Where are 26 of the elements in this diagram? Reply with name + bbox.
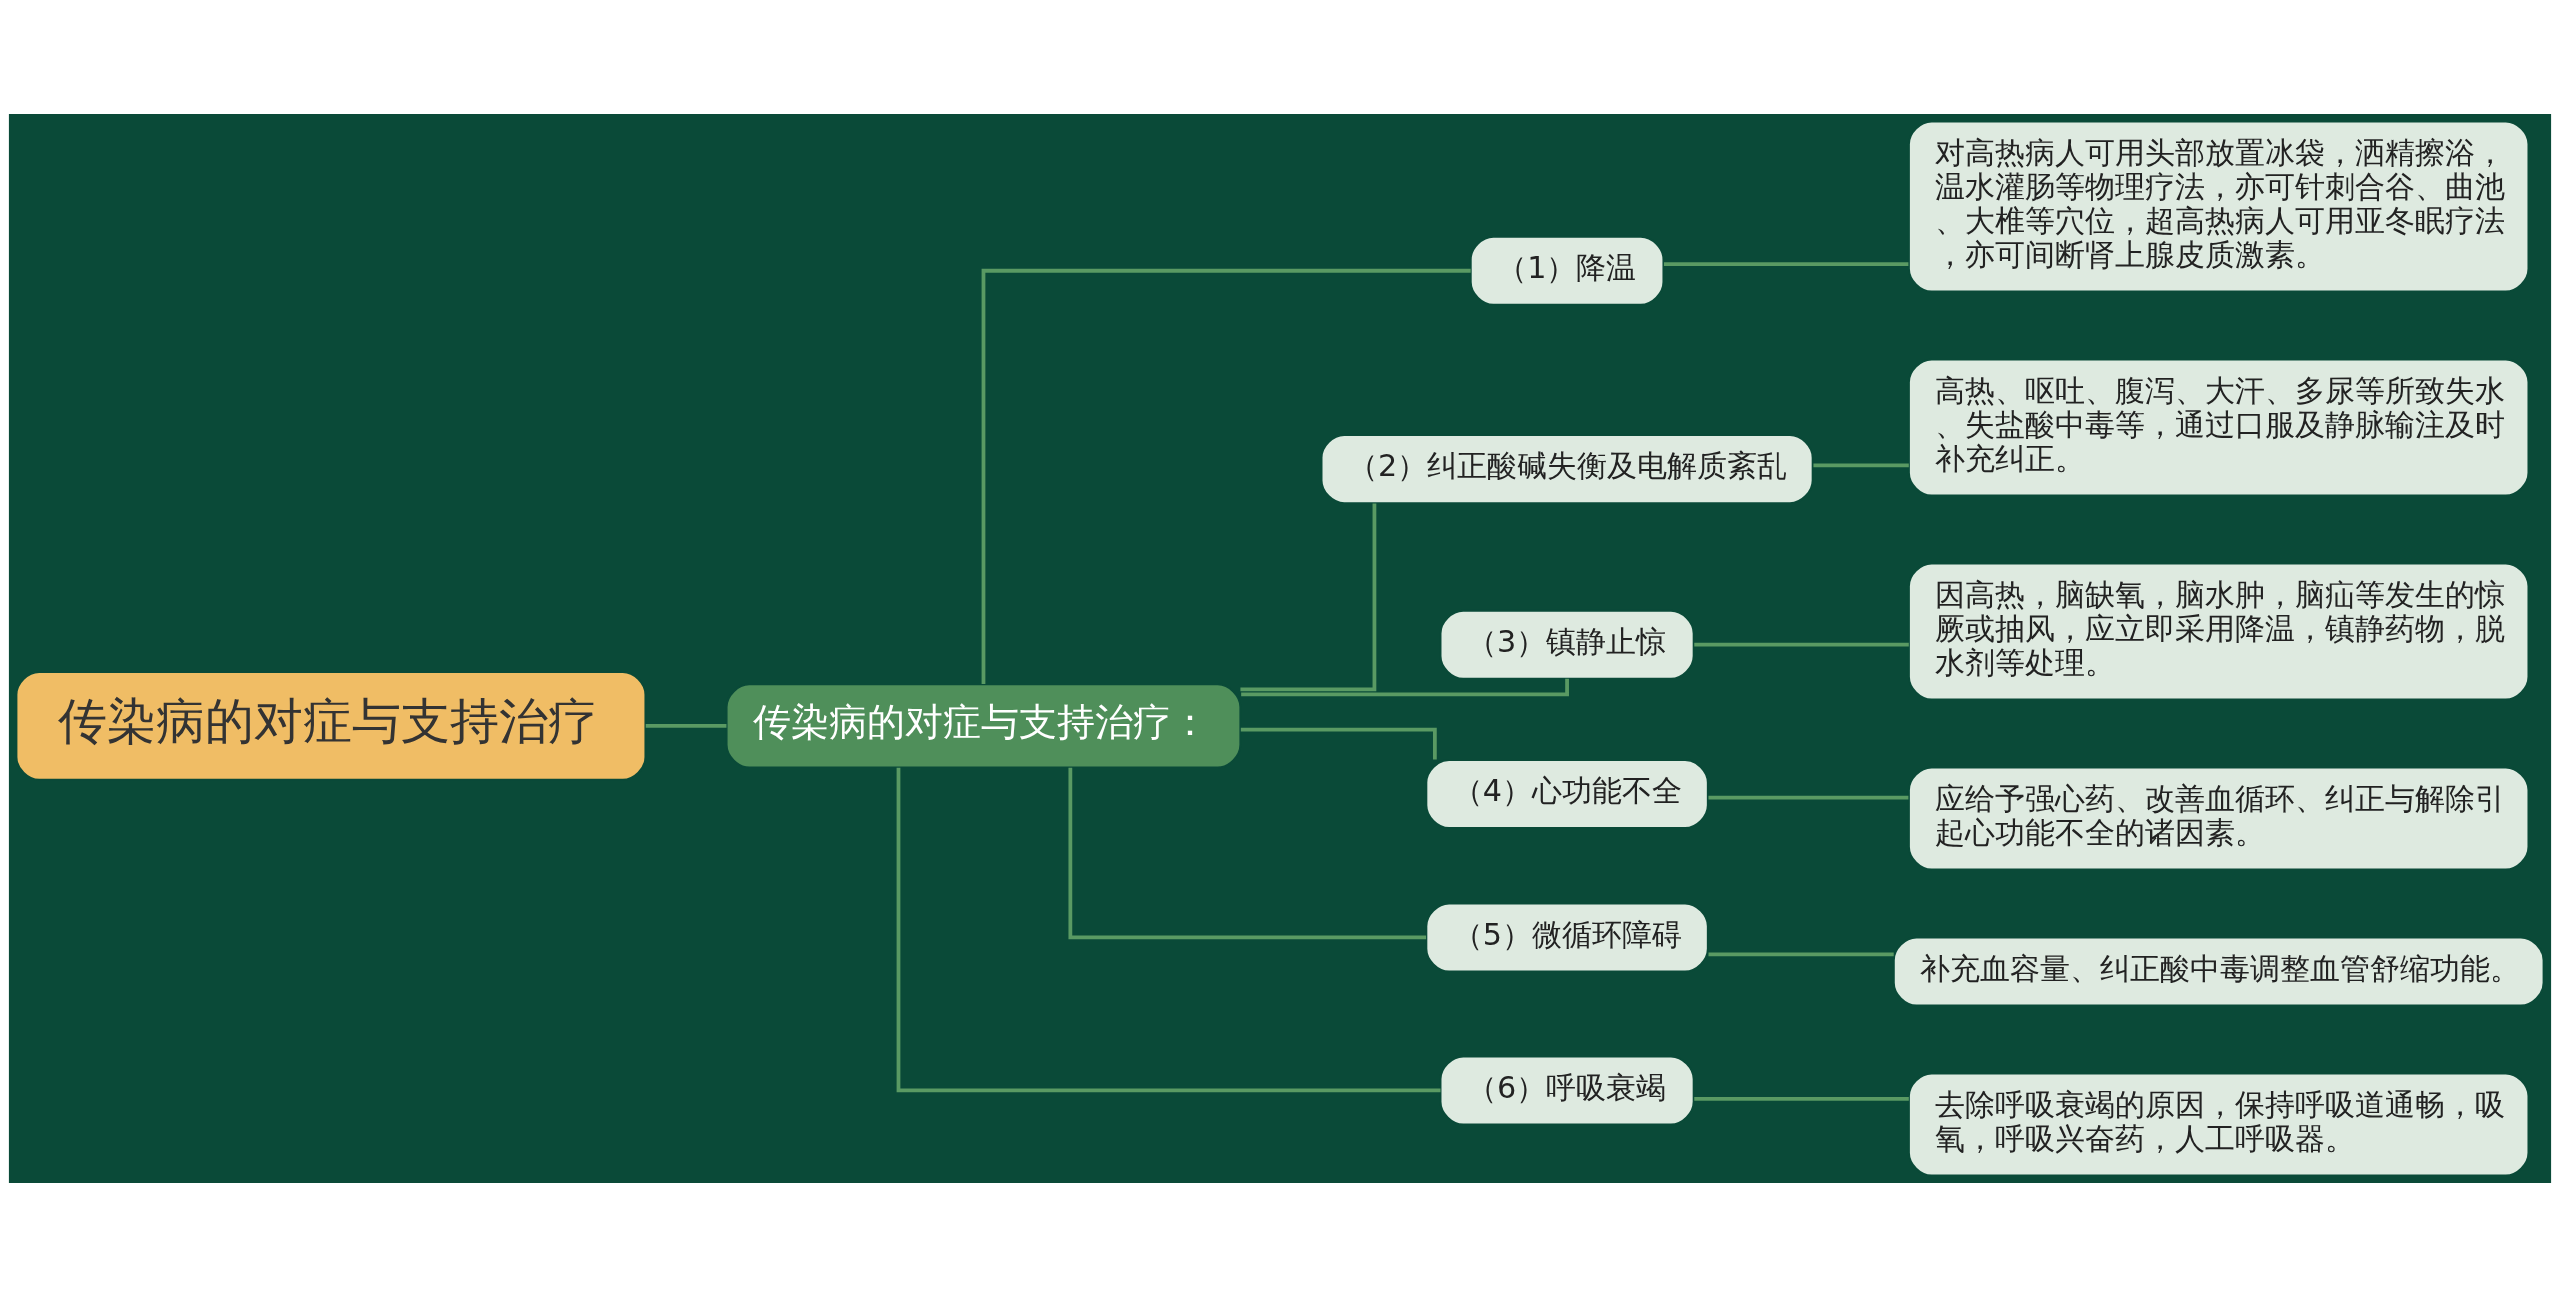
node-box: （4）心功能不全 [1425, 759, 1709, 829]
node-box: 高热、呕吐、腹泻、大汗、多尿等所致失水、失盐酸中毒等，通过口服及静脉输注及时补充纠正。 [1908, 358, 2530, 497]
connector [1813, 463, 1909, 468]
connector [1241, 678, 1569, 697]
node-box: 因高热，脑缺氧，脑水肿，脑疝等发生的惊厥或抽风，应立即采用降温，镇静药物，脱水剂等处理。 [1908, 562, 2530, 701]
node-box: （1）降温 [1469, 235, 1665, 306]
node-box: 补充血容量、纠正酸中毒调整血管舒缩功能。 [1892, 936, 2545, 1007]
node-box: 应给予强心药、改善血循环、纠正与解除引起心功能不全的诸因素。 [1908, 766, 2530, 871]
node-box: 传染病的对症与支持治疗 [15, 671, 647, 781]
connector [1240, 503, 1377, 692]
connector [1068, 767, 1427, 940]
node-box: 去除呼吸衰竭的原因，保持呼吸道通畅，吸氧，呼吸兴奋药，人工呼吸器。 [1908, 1072, 2530, 1177]
connector [1663, 262, 1909, 267]
connector [896, 767, 1441, 1093]
node-box: （2）纠正酸碱失衡及电解质紊乱 [1320, 434, 1814, 504]
node-box: 对高热病人可用头部放置冰袋，洒精擦浴，温水灌肠等物理疗法，亦可针刺合谷、曲池、大椎等穴位，超高热病人可用亚冬眠疗法，亦可间断肾上腺皮质激素。 [1908, 120, 2530, 293]
connector [645, 724, 727, 728]
connector [1694, 642, 1909, 647]
connector [1694, 1097, 1909, 1101]
connector [1708, 795, 1909, 800]
node-box: （3）镇静止惊 [1439, 609, 1695, 680]
connector [981, 268, 1471, 684]
connector [1708, 952, 1894, 957]
node-box: （5）微循环障碍 [1425, 902, 1709, 973]
node-box: 传染病的对症与支持治疗： [725, 683, 1242, 769]
node-box: （6）呼吸衰竭 [1439, 1055, 1695, 1126]
